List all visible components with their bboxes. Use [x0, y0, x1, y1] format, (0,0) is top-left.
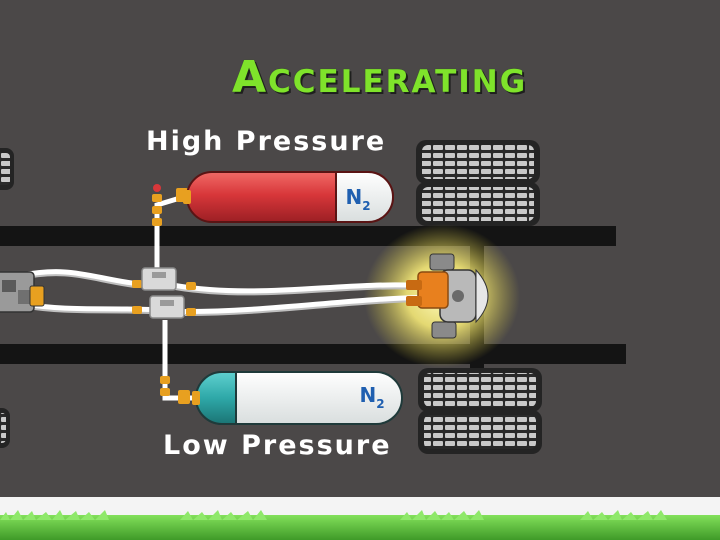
low-pressure-tank-icon: N2	[192, 371, 403, 425]
ground-stripe	[0, 497, 720, 517]
tire-icon	[418, 410, 542, 454]
high-tank-gas-symbol: N2	[345, 185, 370, 213]
mode-title: Accelerating	[232, 52, 528, 103]
tire-icon	[418, 368, 542, 412]
high-pressure-tank-icon: N2	[183, 171, 394, 223]
transmission-icon	[0, 271, 45, 313]
tire-icon	[0, 148, 14, 190]
tire-icon	[416, 140, 540, 184]
fittings	[132, 188, 196, 404]
frame-rail-lower	[0, 344, 626, 364]
frame-rail-upper	[0, 226, 616, 246]
high-pressure-label: High Pressure	[146, 126, 387, 157]
low-pressure-label: Low Pressure	[163, 430, 392, 461]
valve-block-icon	[141, 267, 185, 319]
tire-icon	[0, 408, 10, 448]
hydraulic-pump-icon	[406, 253, 489, 339]
low-tank-gas-symbol: N2	[359, 383, 384, 411]
tire-icon	[416, 182, 540, 226]
